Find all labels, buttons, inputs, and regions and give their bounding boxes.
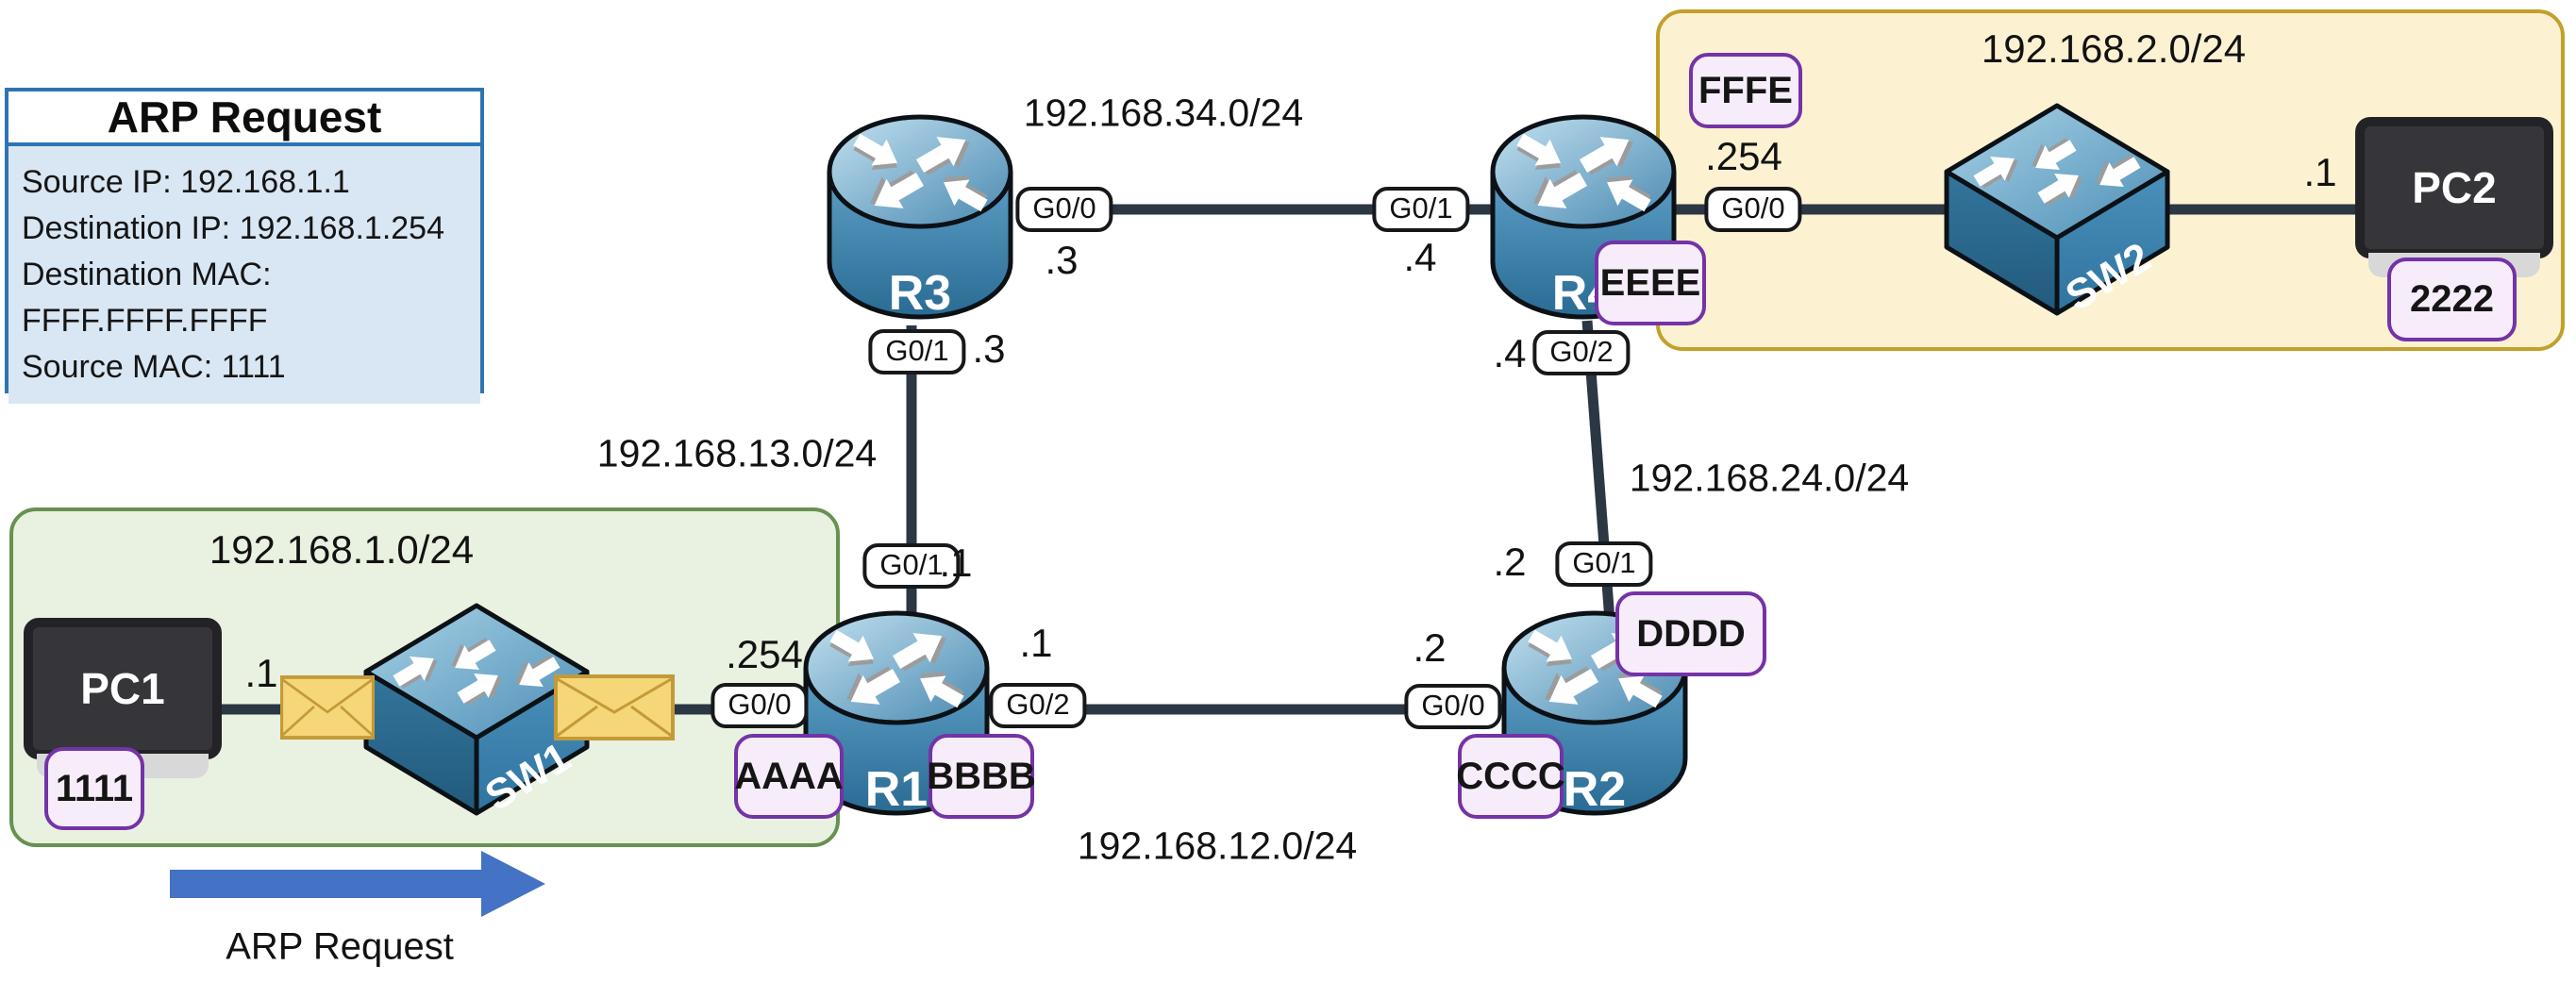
lan2-subnet-label: 192.168.2.0/24 [1981, 26, 2247, 71]
switch-icon: SW1 [363, 603, 590, 820]
pc-pc1: PC1 [24, 618, 222, 778]
monitor-base [37, 754, 209, 778]
router-icon: R3 [827, 114, 1013, 321]
arp-source-mac: Source MAC: 1111 [22, 349, 286, 385]
switch-icon: SW2 [1944, 103, 2170, 320]
router-icon: R1 [803, 610, 990, 817]
arp-request-panel: ARP Request Source IP: 192.168.1.1 Desti… [5, 88, 484, 404]
router-label: R4 [1552, 266, 1615, 321]
switch-sw1: SW1 [359, 600, 594, 823]
router-icon: R2 [1501, 610, 1688, 817]
pc-label: PC1 [80, 664, 165, 713]
router-r2: R2 [1500, 607, 1689, 827]
router-r1: R1 [802, 607, 991, 827]
arp-source-ip: Source IP: 192.168.1.1 [22, 164, 350, 200]
arp-destination-ip: Destination IP: 192.168.1.254 [22, 210, 444, 246]
router-label: R1 [865, 762, 928, 817]
arp-panel-body: Source IP: 192.168.1.1 Destination IP: 1… [8, 146, 480, 404]
monitor-base [2368, 253, 2540, 277]
monitor-icon: PC2 [2355, 117, 2553, 258]
envelope-icon [554, 674, 675, 740]
arp-panel-title: ARP Request [8, 91, 480, 146]
pc-label: PC2 [2412, 163, 2497, 212]
router-label: R2 [1564, 762, 1626, 817]
envelope-icon [280, 675, 375, 740]
lan1-subnet-label: 192.168.1.0/24 [209, 527, 475, 572]
arp-request-caption: ARP Request [226, 925, 454, 968]
arp-destination-mac: Destination MAC: FFFF.FFFF.FFFF [22, 257, 272, 339]
router-r3: R3 [826, 111, 1014, 331]
pc-pc2: PC2 [2355, 117, 2553, 277]
router-r4: R4 [1489, 111, 1678, 331]
router-icon: R4 [1490, 114, 1677, 321]
switch-sw2: SW2 [1939, 100, 2175, 324]
network-link [1581, 320, 1615, 622]
arrow-right-icon [170, 851, 545, 917]
router-label: R3 [889, 266, 951, 321]
monitor-icon: PC1 [24, 618, 222, 759]
